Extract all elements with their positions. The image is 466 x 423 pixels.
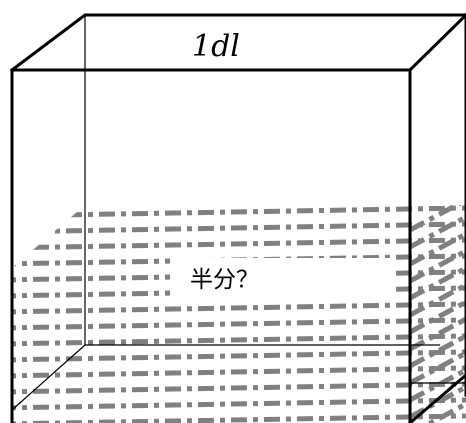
water-side-stripe xyxy=(408,248,466,284)
water-side-stripe xyxy=(408,367,466,403)
water-side-stripe xyxy=(408,231,466,267)
water-side-stripe xyxy=(408,205,466,233)
water-side-stripe xyxy=(408,384,466,420)
water-side-stripe xyxy=(408,350,466,386)
water-side-stripe xyxy=(408,333,466,369)
question-label: 半分？ xyxy=(190,267,259,293)
water-stripe xyxy=(12,365,466,379)
water-stripe xyxy=(12,237,466,251)
water-stripe xyxy=(12,349,466,363)
water-fill xyxy=(12,205,466,423)
water-side-stripe xyxy=(408,282,466,318)
water-stripe xyxy=(12,301,466,315)
water-side-stripe xyxy=(408,214,466,250)
water-side-stripe xyxy=(408,265,466,301)
water-stripe xyxy=(12,413,466,423)
water-stripe xyxy=(12,397,466,411)
water-stripe xyxy=(12,381,466,395)
water-stripe xyxy=(12,317,466,331)
water-stripe xyxy=(12,205,466,219)
volume-label: 1dl xyxy=(192,29,240,64)
label-backdrop xyxy=(170,258,395,300)
water-stripe xyxy=(12,333,466,347)
water-stripe xyxy=(12,221,466,235)
water-side-stripe xyxy=(408,299,466,335)
box-outline xyxy=(9,12,466,423)
water-side-stripe xyxy=(408,316,466,352)
